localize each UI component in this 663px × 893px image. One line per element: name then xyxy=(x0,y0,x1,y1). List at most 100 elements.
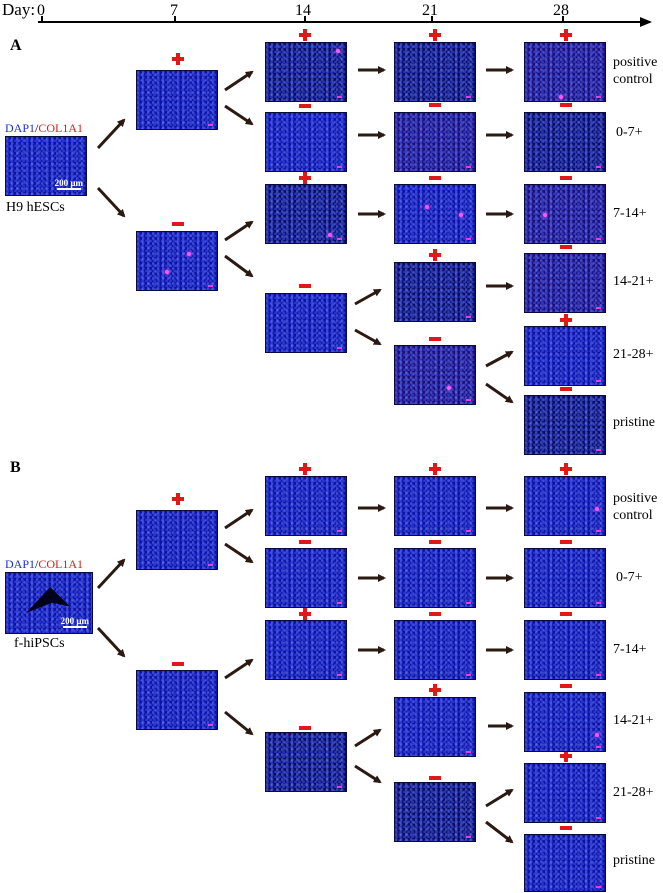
micrograph-b-d7-plus xyxy=(136,510,218,570)
stain-dapi-label: DAP1 xyxy=(5,121,36,135)
minus-icon xyxy=(299,104,311,108)
scale-bar-label: 200 µm xyxy=(54,178,83,188)
condition-line: positive xyxy=(613,55,658,70)
minus-icon xyxy=(560,826,572,830)
plus-icon xyxy=(429,684,441,696)
col1a1-signal xyxy=(543,213,547,217)
scale-bar xyxy=(208,724,213,726)
col1a1-signal xyxy=(165,270,169,274)
minus-icon xyxy=(560,245,572,249)
scale-bar xyxy=(596,96,601,98)
micrograph-a-d14-r1 xyxy=(265,42,347,102)
condition-b-0-7: 0-7+ xyxy=(616,570,643,585)
condition-b-positive-control: positive control xyxy=(613,490,657,524)
scale-bar-label: 200 µm xyxy=(60,616,89,626)
minus-icon xyxy=(429,337,441,341)
stain-col1a1-label: COL1A1 xyxy=(38,121,84,135)
micrograph-b-d21-r4 xyxy=(394,697,476,757)
condition-a-21-28: 21-28+ xyxy=(613,347,654,362)
scale-bar xyxy=(596,238,601,240)
timeline-title: Day: xyxy=(2,0,36,19)
panel-b-cell-line: f-hiPSCs xyxy=(14,636,65,651)
plus-icon xyxy=(299,172,311,184)
micrograph-b-d28-r2 xyxy=(524,548,606,608)
scale-bar xyxy=(596,166,601,168)
scale-bar xyxy=(63,626,87,628)
scale-bar xyxy=(596,449,601,451)
condition-line: control xyxy=(613,72,653,87)
scale-bar xyxy=(596,602,601,604)
scale-bar xyxy=(337,602,342,604)
micrograph-a-d28-r3 xyxy=(524,184,606,244)
tick-day-7: 7 xyxy=(170,2,178,19)
minus-icon xyxy=(560,176,572,180)
minus-icon xyxy=(560,103,572,107)
scale-bar xyxy=(596,746,601,748)
micrograph-a-d28-r5 xyxy=(524,326,606,386)
arrow-a-r5-21-up xyxy=(485,350,514,368)
arrow-a-r5-21-down xyxy=(485,382,514,404)
plus-icon xyxy=(429,249,441,261)
plus-icon xyxy=(299,608,311,620)
condition-a-7-14: 7-14+ xyxy=(613,206,647,221)
scale-bar xyxy=(596,817,601,819)
minus-icon xyxy=(172,662,184,666)
scale-bar xyxy=(337,674,342,676)
tick-day-14: 14 xyxy=(295,2,311,19)
micrograph-a-d28-r1 xyxy=(524,42,606,102)
arrow-b-ips-to-plus xyxy=(96,558,126,590)
plus-icon xyxy=(429,463,441,475)
minus-icon xyxy=(172,222,184,226)
condition-b-pristine: pristine xyxy=(613,853,655,868)
micrograph-b-d21-r3 xyxy=(394,620,476,680)
scale-bar xyxy=(466,96,471,98)
plus-icon xyxy=(429,29,441,41)
micrograph-a-d14-r4 xyxy=(265,293,347,353)
scale-bar xyxy=(466,238,471,240)
condition-line: positive xyxy=(613,491,658,506)
col1a1-signal xyxy=(187,252,191,256)
condition-a-positive-control: positive control xyxy=(613,54,657,88)
arrow-a-r4-14-down xyxy=(354,328,382,346)
arrow-b-r5-21-up xyxy=(485,788,514,808)
condition-a-pristine: pristine xyxy=(613,415,655,430)
arrow-b-minus-down xyxy=(224,710,254,736)
micrograph-b-d14-r3 xyxy=(265,620,347,680)
plus-icon xyxy=(560,750,572,762)
micrograph-b-d14-r1 xyxy=(265,476,347,536)
micrograph-a-d21-r1 xyxy=(394,42,476,102)
minus-icon xyxy=(560,612,572,616)
micrograph-b-d28-r5 xyxy=(524,763,606,823)
micrograph-b-d21-r2 xyxy=(394,548,476,608)
arrow-a-h9-to-plus xyxy=(96,118,126,150)
micrograph-b-d14-r4 xyxy=(265,732,347,792)
arrow-a-minus-down xyxy=(224,254,254,278)
scale-bar xyxy=(596,307,601,309)
panel-a-label: A xyxy=(10,37,22,54)
scale-bar xyxy=(466,399,471,401)
arrow-a-r4-14-up xyxy=(354,288,382,306)
plus-icon xyxy=(560,463,572,475)
stain-separator: / xyxy=(35,121,39,135)
stain-col1a1-label: COL1A1 xyxy=(38,557,84,571)
treatment-markers xyxy=(172,29,572,830)
scale-bar xyxy=(466,602,471,604)
arrow-a-plus-down xyxy=(224,104,254,126)
condition-b-7-14: 7-14+ xyxy=(613,642,647,657)
tick-day-21: 21 xyxy=(422,2,438,19)
col1a1-signal xyxy=(425,205,429,209)
scale-bar xyxy=(337,166,342,168)
col1a1-signal xyxy=(595,507,599,511)
stain-dapi-label: DAP1 xyxy=(5,557,36,571)
micrograph-a-d21-r4 xyxy=(394,262,476,322)
condition-a-14-21: 14-21+ xyxy=(613,274,654,289)
scale-bar xyxy=(208,285,213,287)
scale-bar xyxy=(466,530,471,532)
col1a1-signal xyxy=(328,233,332,237)
col1a1-signal xyxy=(447,386,451,390)
minus-icon xyxy=(560,540,572,544)
plus-icon xyxy=(299,29,311,41)
minus-icon xyxy=(560,684,572,688)
minus-icon xyxy=(429,176,441,180)
micrograph-b-d21-r5 xyxy=(394,782,476,842)
